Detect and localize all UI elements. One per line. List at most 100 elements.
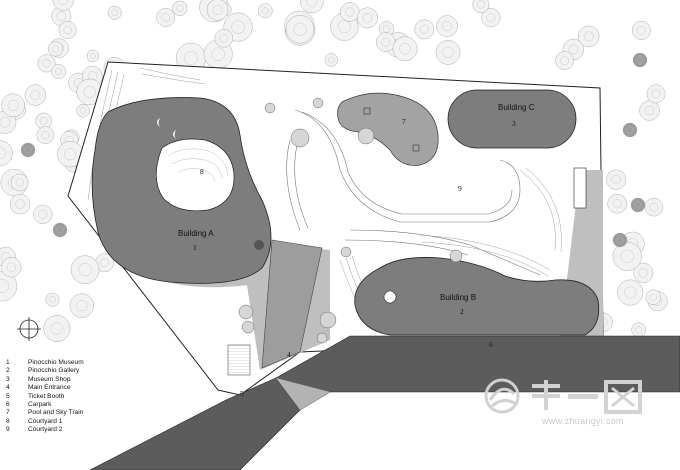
tree-icon-inner bbox=[0, 279, 9, 294]
tree-icon-inner bbox=[611, 174, 621, 185]
building-a-skylight bbox=[254, 240, 264, 250]
courtyard-1 bbox=[155, 138, 235, 212]
tree-icon bbox=[632, 52, 648, 68]
tree-icon-inner bbox=[76, 300, 88, 312]
tree-icon-inner bbox=[0, 117, 11, 128]
tree-icon-inner bbox=[55, 68, 63, 76]
legend-item-number: 8 bbox=[6, 417, 10, 425]
tree-icon bbox=[644, 197, 664, 217]
tree-icon bbox=[9, 193, 31, 215]
tree-icon bbox=[48, 41, 64, 57]
tree-icon-inner bbox=[486, 13, 496, 22]
tree-icon-inner bbox=[381, 37, 391, 47]
tree-icon-inner bbox=[620, 249, 634, 263]
tree-icon-inner bbox=[328, 56, 335, 64]
tree-icon-inner bbox=[78, 263, 92, 277]
tree-icon bbox=[33, 204, 53, 224]
tree-icon bbox=[156, 7, 176, 27]
building-b-skylight bbox=[383, 290, 397, 304]
building-b bbox=[354, 257, 600, 336]
pool-marker-1 bbox=[363, 107, 371, 115]
tree-icon bbox=[630, 197, 646, 213]
legend-item-number: 2 bbox=[6, 367, 10, 375]
legend-item-text: Ticket Booth bbox=[28, 392, 65, 400]
tree-icon-inner bbox=[345, 7, 355, 17]
tree-icon bbox=[639, 100, 660, 121]
tree-icon-inner bbox=[64, 148, 77, 161]
tree-icon bbox=[357, 7, 378, 29]
tree-icon bbox=[52, 222, 68, 238]
tree-icon-inner bbox=[49, 296, 56, 303]
tree-icon bbox=[612, 241, 642, 271]
pool-marker-2 bbox=[412, 144, 420, 152]
tree-icon bbox=[45, 292, 60, 307]
tree-icon-inner bbox=[649, 202, 659, 212]
courtyard-2-number: 9 bbox=[458, 184, 462, 193]
tree-icon-inner bbox=[635, 326, 642, 334]
tree-icon bbox=[606, 169, 627, 190]
building-a-number: 1 bbox=[193, 243, 197, 252]
building-c-label: Building C bbox=[498, 103, 535, 112]
tree-icon-inner bbox=[6, 262, 17, 272]
tree-icon-inner bbox=[442, 46, 454, 59]
tree-icon-inner bbox=[83, 85, 96, 98]
tree-icon-inner bbox=[583, 31, 594, 42]
tree-icon bbox=[76, 104, 90, 118]
tree-icon-inner bbox=[24, 146, 32, 154]
tree-icon-inner bbox=[15, 199, 25, 209]
tree-canopy bbox=[0, 0, 668, 342]
tree-icon-inner bbox=[56, 226, 64, 234]
legend-item-number: 3 bbox=[6, 375, 10, 383]
tree-icon bbox=[1, 93, 25, 118]
tree-icon-inner bbox=[30, 90, 41, 100]
tree-icon-inner bbox=[111, 9, 118, 16]
side-parking bbox=[573, 167, 587, 209]
tree-icon bbox=[24, 84, 46, 106]
courtyard-1-contours bbox=[167, 148, 229, 183]
tree-icon bbox=[86, 49, 100, 63]
building-c bbox=[447, 89, 577, 149]
site-tree-icon bbox=[449, 249, 463, 263]
tree-icon bbox=[340, 2, 360, 22]
tree-icon-inner bbox=[612, 199, 622, 209]
tree-icon-inner bbox=[50, 322, 63, 335]
ticket-booth bbox=[227, 344, 251, 376]
carpark-number: 6 bbox=[489, 340, 493, 349]
crescent-icon bbox=[157, 118, 160, 127]
crescent-icon-2 bbox=[173, 130, 176, 139]
site-tree-icon bbox=[319, 311, 337, 329]
watermark-logo-icon bbox=[484, 378, 642, 414]
tree-icon-inner bbox=[362, 13, 373, 23]
tree-icon-inner bbox=[41, 131, 50, 140]
tree-icon-inner bbox=[636, 56, 644, 64]
legend-item-text: Museum Shop bbox=[28, 375, 71, 383]
legend-item-text: Courtyard 2 bbox=[28, 426, 63, 434]
tree-icon-inner bbox=[52, 45, 60, 53]
tree-icon-inner bbox=[231, 20, 245, 34]
tree-icon-inner bbox=[219, 34, 229, 43]
tree-icon-inner bbox=[649, 293, 657, 301]
tree-icon bbox=[52, 0, 74, 11]
tree-icon bbox=[206, 0, 229, 21]
tree-icon bbox=[0, 270, 18, 302]
tree-icon-inner bbox=[56, 11, 66, 21]
building-b-number: 2 bbox=[460, 307, 464, 316]
tree-icon-inner bbox=[211, 47, 225, 61]
watermark-url: www.zhuangyi.com bbox=[542, 416, 624, 426]
tree-icon-inner bbox=[39, 117, 48, 125]
tree-icon bbox=[622, 122, 638, 138]
tree-icon bbox=[172, 0, 188, 16]
tree-icon-inner bbox=[477, 0, 485, 9]
tree-icon-inner bbox=[624, 286, 637, 299]
legend-item-text: Pinocchio Gallery bbox=[28, 367, 80, 375]
tree-icon bbox=[617, 279, 644, 306]
tree-icon-inner bbox=[261, 7, 269, 15]
